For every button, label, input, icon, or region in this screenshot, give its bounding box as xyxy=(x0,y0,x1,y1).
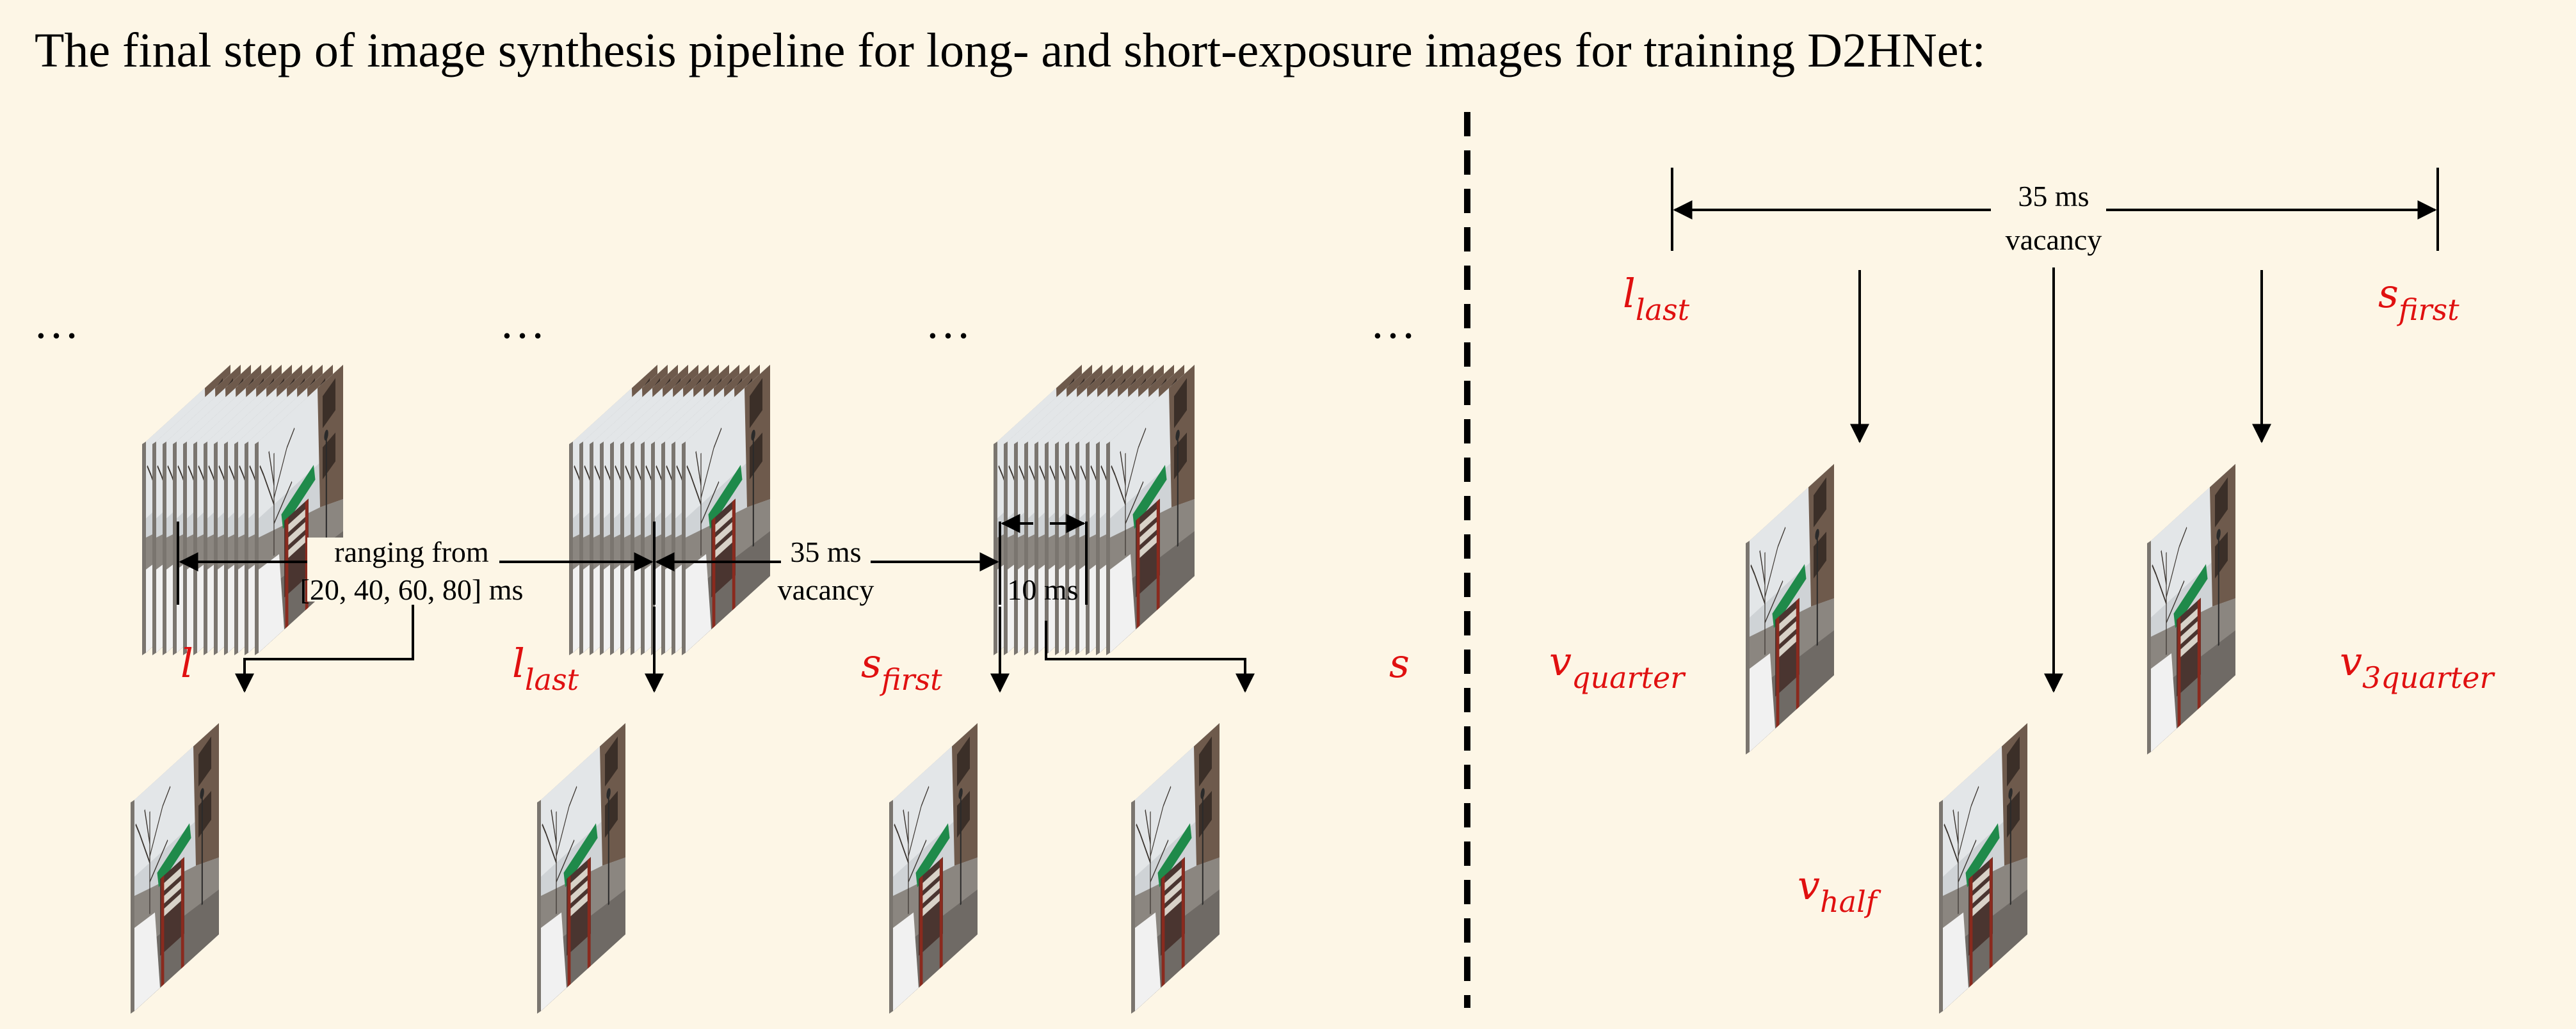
ellipsis-1: … xyxy=(33,297,79,348)
frame-stack-2 xyxy=(569,365,770,655)
vacancy-word-label: vacancy xyxy=(778,573,874,606)
image-v-3quarter xyxy=(2147,464,2235,754)
label-l-last: llast xyxy=(512,640,579,697)
label-l: l xyxy=(181,640,193,687)
range-label-line1: ranging from xyxy=(334,536,489,568)
label-v-quarter: vquarter xyxy=(1549,638,1686,695)
connector-range-to-l xyxy=(235,605,414,693)
figure-title: The final step of image synthesis pipeli… xyxy=(35,24,1986,77)
frame-stack-1 xyxy=(142,365,343,655)
image-v-half xyxy=(1939,723,2027,1014)
label-v-half: vhalf xyxy=(1798,862,1881,919)
right-vacancy-word: vacancy xyxy=(2006,223,2102,256)
range-label-line2: [20, 40, 60, 80] ms xyxy=(300,573,524,606)
label-s-first: sfirst xyxy=(861,640,942,697)
frame-stack-3 xyxy=(994,365,1195,655)
right-label-l-last: llast xyxy=(1623,270,1690,327)
label-s: s xyxy=(1389,640,1410,687)
right-label-s-first: sfirst xyxy=(2378,270,2459,327)
ellipsis-2: … xyxy=(499,297,545,348)
right-vacancy-ms: 35 ms xyxy=(2018,180,2089,212)
image-l-last xyxy=(537,723,625,1014)
ellipsis-4: … xyxy=(1370,297,1416,348)
vacancy-ms-label: 35 ms xyxy=(790,536,861,568)
gap-10ms-label: 10 ms xyxy=(1007,573,1078,606)
image-s xyxy=(1131,723,1220,1014)
image-s-first xyxy=(889,723,978,1014)
image-v-quarter xyxy=(1746,464,1834,754)
image-l xyxy=(131,723,219,1014)
connector-gap-to-s xyxy=(1045,621,1255,693)
ellipsis-3: … xyxy=(925,297,971,348)
label-v-3quarter: v3quarter xyxy=(2340,638,2495,695)
